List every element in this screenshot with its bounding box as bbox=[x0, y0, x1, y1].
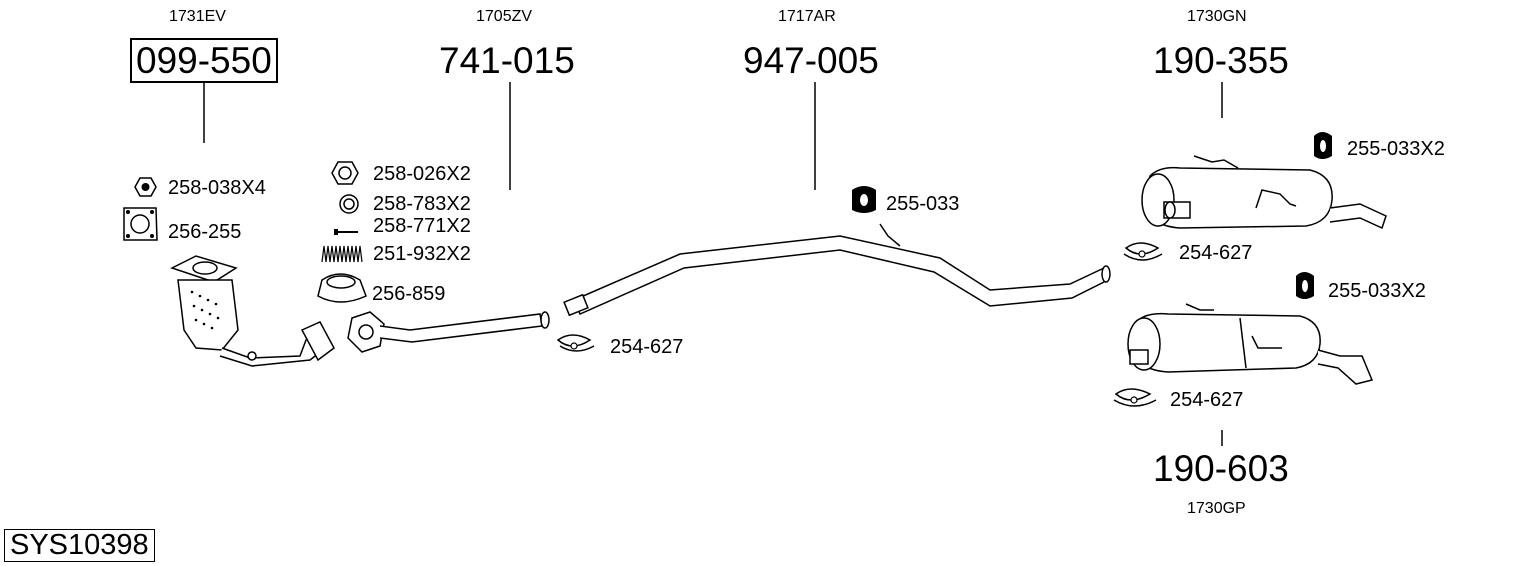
rubber-hanger-icon bbox=[1296, 272, 1314, 299]
rubber-hanger-icon bbox=[852, 186, 876, 213]
label-258-783x2[interactable]: 258-783X2 bbox=[373, 193, 471, 215]
part-number-947-005[interactable]: 947-005 bbox=[743, 40, 879, 81]
part-number-099-550[interactable]: 099-550 bbox=[130, 38, 278, 83]
pipe-clamp-icon bbox=[1123, 242, 1163, 261]
rear-muffler-icon bbox=[1141, 155, 1387, 230]
system-id-label: SYS10398 bbox=[4, 529, 155, 562]
pipe-clamp-icon bbox=[556, 334, 595, 352]
label-256-255[interactable]: 256-255 bbox=[168, 221, 242, 243]
group-code-1731ev: 1731EV bbox=[169, 8, 226, 25]
front-pipe-icon bbox=[347, 311, 550, 353]
label-254-627-lower[interactable]: 254-627 bbox=[1170, 389, 1244, 411]
label-254-627-front[interactable]: 254-627 bbox=[610, 336, 684, 358]
label-251-932x2[interactable]: 251-932X2 bbox=[373, 243, 471, 265]
catalytic-converter-icon bbox=[170, 255, 335, 367]
center-pipe-icon bbox=[563, 223, 1111, 317]
part-number-190-603[interactable]: 190-603 bbox=[1153, 448, 1289, 489]
group-code-1730gn: 1730GN bbox=[1187, 8, 1247, 25]
label-258-771x2[interactable]: 258-771X2 bbox=[373, 215, 471, 237]
sealing-ring-icon bbox=[317, 273, 367, 303]
label-258-026x2[interactable]: 258-026X2 bbox=[373, 163, 471, 185]
group-code-1705zv: 1705ZV bbox=[476, 8, 533, 25]
label-254-627-upper[interactable]: 254-627 bbox=[1179, 242, 1253, 264]
group-code-1730gp: 1730GP bbox=[1187, 500, 1246, 517]
rear-muffler-icon bbox=[1127, 303, 1374, 385]
rubber-hanger-icon bbox=[1314, 132, 1332, 159]
label-255-033[interactable]: 255-033 bbox=[886, 193, 960, 215]
label-255-033x2-lower[interactable]: 255-033X2 bbox=[1328, 280, 1426, 302]
label-255-033x2-upper[interactable]: 255-033X2 bbox=[1347, 138, 1445, 160]
pipe-clamp-icon bbox=[1113, 388, 1157, 407]
gasket-icon bbox=[123, 207, 158, 241]
part-number-741-015[interactable]: 741-015 bbox=[439, 40, 575, 81]
group-code-1717ar: 1717AR bbox=[778, 8, 836, 25]
hex-nut-icon bbox=[331, 161, 359, 185]
bolt-icon bbox=[334, 229, 358, 235]
flange-nut-icon bbox=[134, 177, 157, 197]
label-258-038x4[interactable]: 258-038X4 bbox=[168, 177, 266, 199]
part-number-190-355[interactable]: 190-355 bbox=[1153, 40, 1289, 81]
washer-icon bbox=[339, 194, 359, 214]
spring-icon bbox=[321, 245, 363, 263]
label-256-859[interactable]: 256-859 bbox=[372, 283, 446, 305]
